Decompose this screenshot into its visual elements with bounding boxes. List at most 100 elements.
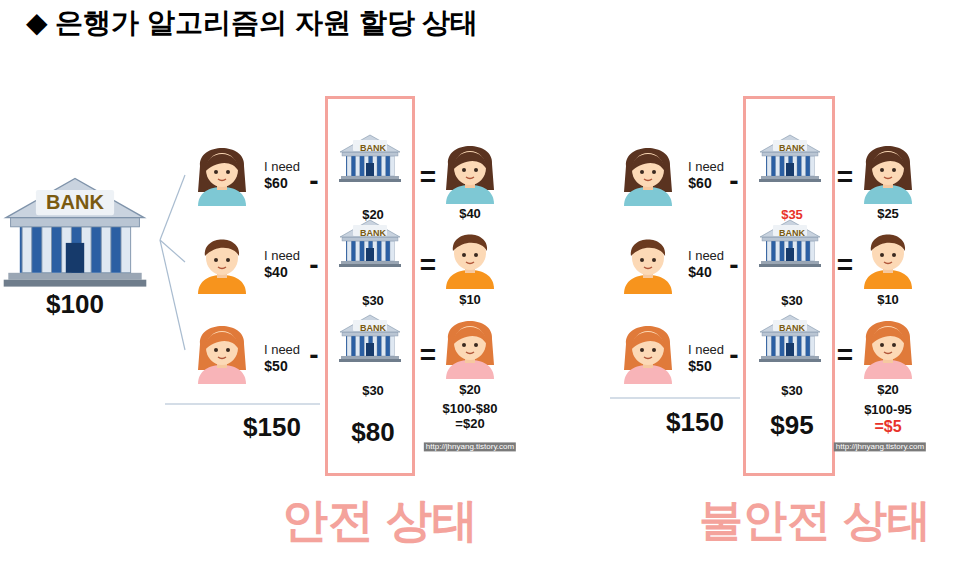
person-hair: [631, 240, 665, 257]
person-icon: [198, 148, 246, 206]
person-mouth: [466, 177, 474, 179]
bank-column: [356, 241, 360, 261]
request-text: I need: [264, 160, 300, 175]
person-mouth: [218, 357, 226, 359]
bank-wall: [766, 156, 814, 176]
bank-column: [801, 156, 805, 176]
person-eye: [474, 343, 478, 347]
bank-column: [776, 336, 780, 356]
bank-column: [810, 156, 814, 176]
allocated-amount: $80: [351, 418, 394, 448]
bank-icon: [4, 179, 147, 287]
person-hair: [864, 146, 912, 190]
equals-sign: =: [837, 249, 853, 281]
sum-amount: $150: [666, 408, 724, 438]
minus-sign: -: [309, 249, 318, 281]
person-hair: [453, 235, 487, 252]
person-mouth: [218, 179, 226, 181]
allocated-amount: $30: [362, 294, 384, 309]
person-mouth: [884, 177, 892, 179]
fan-line: [160, 240, 185, 350]
person-icon: [198, 326, 246, 384]
bank-roof: [6, 179, 144, 218]
person-eye: [880, 343, 884, 347]
bank-wall: [346, 336, 394, 356]
person-eye: [652, 258, 656, 262]
person-hair: [205, 240, 239, 257]
bank-column: [347, 336, 351, 356]
person-hair: [446, 321, 494, 365]
person-eye: [226, 170, 230, 174]
person-icon: [624, 148, 672, 206]
person-eye: [640, 258, 644, 262]
bank-column: [121, 227, 131, 273]
equals-sign: =: [420, 161, 436, 193]
remaining-need: $20: [459, 383, 481, 398]
remaining-need: $10: [877, 293, 899, 308]
request-text: I need: [688, 160, 724, 175]
person-eye: [880, 168, 884, 172]
allocated-amount: $35: [781, 208, 803, 223]
bank-icon: [339, 220, 401, 267]
person-hair: [446, 146, 494, 190]
bank-column: [767, 156, 771, 176]
request-amount: $50: [688, 358, 711, 374]
minus-sign: -: [729, 339, 738, 371]
bank-base: [8, 273, 141, 280]
bank-door: [786, 248, 794, 261]
bank-door: [786, 343, 794, 356]
bank-column: [810, 241, 814, 261]
allocated-amount: $20: [362, 208, 384, 223]
person-mouth: [644, 357, 652, 359]
bank-door: [366, 163, 374, 176]
bank-base: [761, 176, 819, 179]
state-caption: 불안전 상태: [699, 495, 931, 546]
minus-sign: -: [729, 165, 738, 197]
request-amount: $60: [688, 175, 711, 191]
bank-door: [366, 343, 374, 356]
bank-base: [341, 356, 399, 359]
bank-column: [776, 156, 780, 176]
allocated-amount: $95: [770, 411, 813, 441]
bank-column: [347, 156, 351, 176]
person-icon: [864, 146, 912, 204]
person-icon: [446, 235, 494, 290]
bank-column: [22, 227, 32, 273]
person-eye: [652, 170, 656, 174]
bank-sign-text: BANK: [360, 228, 386, 238]
request-text: I need: [688, 249, 724, 264]
bank-column: [42, 227, 52, 273]
equals-sign: =: [837, 339, 853, 371]
bank-column: [381, 336, 385, 356]
person-eye: [652, 348, 656, 352]
person-hair: [631, 332, 665, 350]
person-eye: [892, 168, 896, 172]
balance-result: =$20: [455, 417, 484, 432]
bank-column: [381, 241, 385, 261]
bank-column: [356, 336, 360, 356]
sum-amount: $150: [243, 413, 301, 443]
bank-base: [761, 356, 819, 359]
bank-base: [339, 359, 401, 362]
sum-line: [610, 397, 740, 398]
equals-sign: =: [837, 161, 853, 193]
bank-door: [366, 248, 374, 261]
person-eye: [226, 348, 230, 352]
bank-wall: [346, 241, 394, 261]
request-text: I need: [688, 343, 724, 358]
bank-beam: [11, 218, 140, 227]
bank-sign-text: BANK: [360, 323, 386, 333]
bank-wall: [346, 156, 394, 176]
person-mouth: [884, 352, 892, 354]
highlight-box: BANK$35BANK$30BANK$30$95: [743, 96, 835, 476]
balance-formula: $100-95: [864, 403, 912, 418]
bank-sign: [36, 190, 114, 215]
bank-sign-text: BANK: [360, 143, 386, 153]
bank-door: [786, 163, 794, 176]
person-hair: [871, 152, 905, 170]
person-hair: [453, 152, 487, 170]
bank-column: [347, 241, 351, 261]
person-hair: [871, 327, 905, 345]
